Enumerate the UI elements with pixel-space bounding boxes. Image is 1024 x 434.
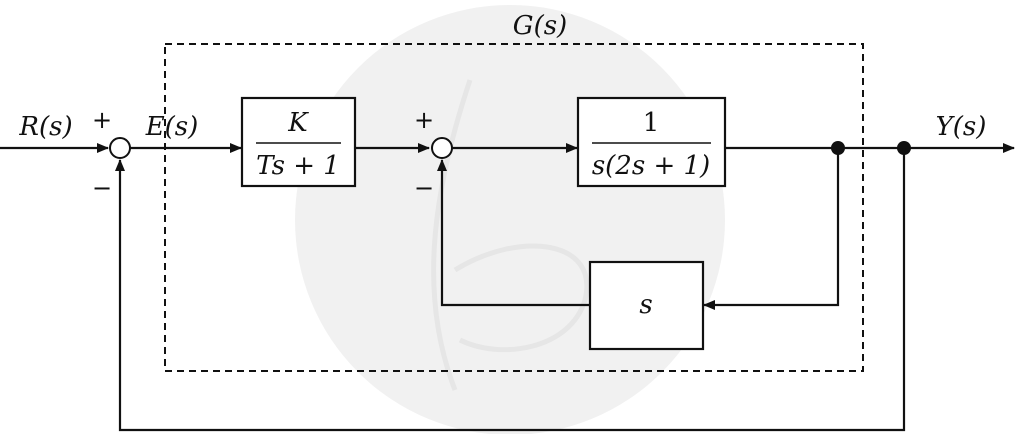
outer-sum-minus-sign: − <box>92 174 112 202</box>
forward-numerator: 1 <box>643 108 660 138</box>
inner-feedback-block: s <box>588 260 705 351</box>
error-label: E(s) <box>145 112 199 142</box>
outer-sum-plus-sign: + <box>92 106 112 134</box>
outer-summing-junction <box>109 137 131 159</box>
inner-sum-plus-sign: + <box>414 106 434 134</box>
controller-block: K Ts + 1 <box>240 96 357 188</box>
forward-denominator: s(2s + 1) <box>592 151 710 181</box>
output-label: Y(s) <box>936 112 987 142</box>
inner-feedback-wire-out <box>437 159 590 307</box>
inner-summing-junction <box>431 137 453 159</box>
outer-feedback-wire <box>115 148 906 432</box>
watermark-logo <box>295 5 725 434</box>
plant-group-label: G(s) <box>513 11 567 41</box>
controller-numerator: K <box>287 108 309 138</box>
inner-feedback-wire-in <box>703 148 840 310</box>
plant-group-boundary <box>164 43 864 372</box>
forward-block: 1 s(2s + 1) <box>576 96 727 188</box>
controller-denominator: Ts + 1 <box>256 151 340 181</box>
inner-sum-minus-sign: − <box>414 174 434 202</box>
inner-feedback-label: s <box>639 290 652 320</box>
input-label: R(s) <box>18 112 72 142</box>
